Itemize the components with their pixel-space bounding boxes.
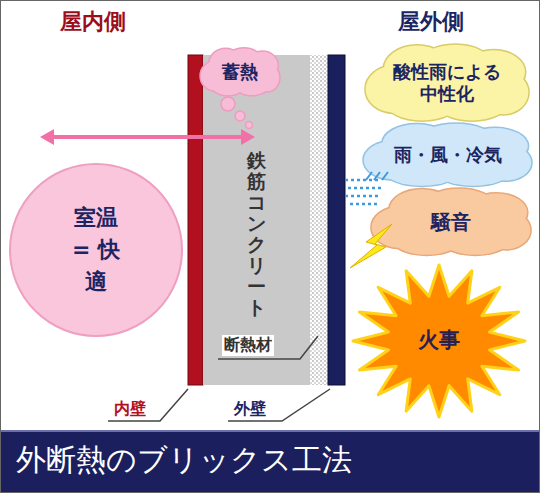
- part-label: 内壁: [114, 399, 146, 420]
- room-circle: 室温 = 快適: [8, 162, 184, 338]
- cloud-bubble: 酸性雨による中性化: [362, 42, 532, 124]
- part-label: 断熱材: [222, 335, 274, 356]
- node-text: 鉄筋コンクリート: [247, 150, 266, 317]
- cloud-bubble: 雨・風・冷気: [360, 121, 535, 189]
- part-label: 外壁: [234, 399, 266, 420]
- node-text: 室温 = 快適: [71, 202, 122, 298]
- diagram-title: 外断熱のブリックス工法: [16, 440, 352, 481]
- cloud-bubble: 騒音: [368, 186, 534, 258]
- node-text: 騒音: [431, 210, 471, 234]
- node-text: 蓄熱: [222, 61, 258, 83]
- side-label: 屋内側: [60, 7, 126, 37]
- cloud-bubble: 蓄熱: [198, 46, 282, 98]
- node-text: 火事: [418, 328, 460, 353]
- heat-arrow: [40, 129, 255, 145]
- node-text: 雨・風・冷気: [394, 144, 502, 166]
- fire-starburst: 火事: [350, 262, 528, 420]
- node-text: 酸性雨による中性化: [391, 61, 503, 106]
- side-label: 屋外側: [398, 7, 464, 37]
